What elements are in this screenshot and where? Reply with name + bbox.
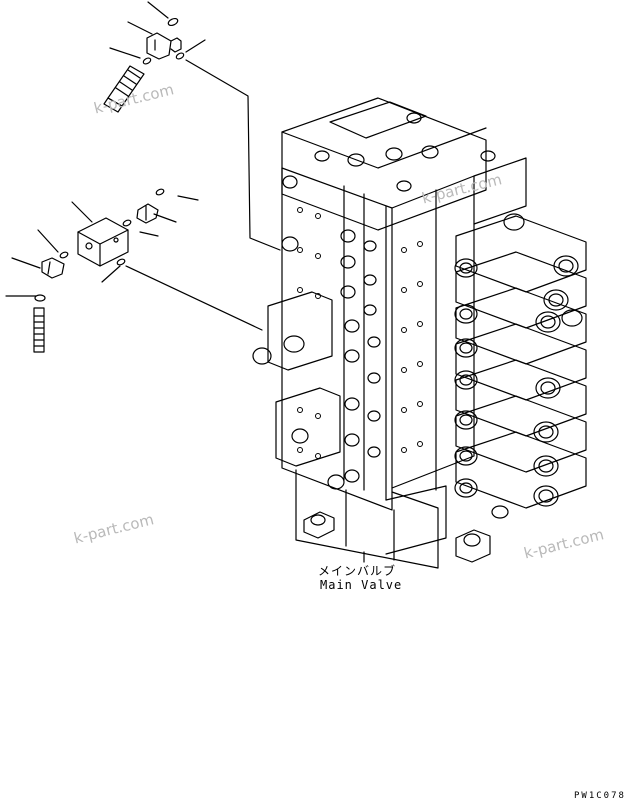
main-valve-body (252, 97, 587, 569)
spool-section-stack (455, 215, 587, 509)
side-bolt-column (340, 229, 381, 483)
part-caption-japanese: メインバルブ (318, 564, 397, 578)
o-ring-seal (59, 251, 69, 259)
threaded-plug (33, 307, 45, 353)
elbow-fitting (41, 257, 65, 279)
o-ring-seal (155, 188, 165, 196)
part-caption-english: Main Valve (320, 578, 403, 592)
o-ring-seal (122, 219, 132, 227)
face-holes (297, 207, 423, 459)
spool-end-caps (503, 213, 583, 507)
hose-routing-line (185, 59, 281, 251)
top-cap-bolts (314, 112, 496, 192)
o-ring-seal (142, 57, 152, 65)
elbow-connector (136, 203, 159, 224)
middle-fitting-group (5, 188, 263, 353)
hose-routing-line (125, 265, 263, 331)
drawing-code: PW1C078 (574, 791, 626, 801)
adapter-block (77, 217, 129, 267)
o-ring-seal (175, 52, 185, 60)
bottom-fittings (303, 474, 509, 563)
o-ring-seal (167, 17, 179, 27)
straight-connector (103, 65, 145, 113)
valve-base (295, 469, 439, 569)
front-port-plugs (454, 258, 478, 498)
o-ring-seal (116, 258, 126, 266)
o-ring-seal (34, 294, 46, 302)
upper-fitting-group (103, 1, 281, 251)
side-cover-plate (252, 175, 341, 467)
tee-elbow-fitting (146, 32, 172, 60)
